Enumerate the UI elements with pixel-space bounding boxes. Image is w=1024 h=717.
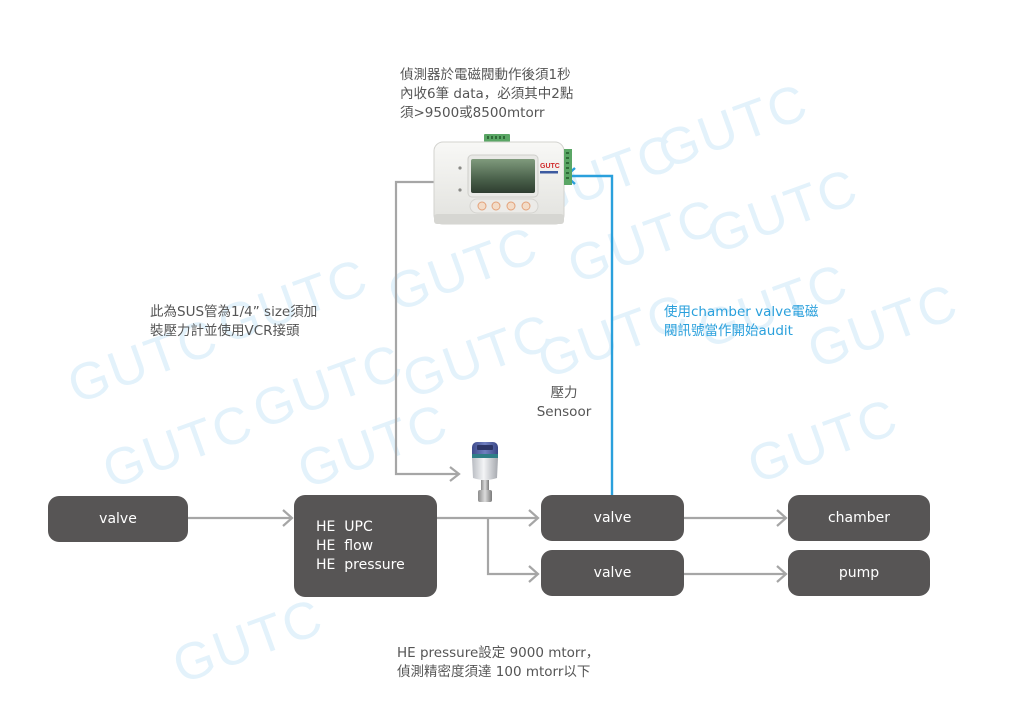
pressure-sensor-icon xyxy=(472,442,498,502)
note-line: 裝壓力計並使用VCR接頭 xyxy=(150,323,300,339)
note-line: HE pressure設定 9000 mtorr， xyxy=(397,645,600,661)
note-pressure-setting: HE pressure設定 9000 mtorr， 偵測精密度須達 100 mt… xyxy=(397,644,599,682)
arrowhead xyxy=(776,509,788,527)
note-line: 壓力 xyxy=(550,385,578,401)
note-line: 內收6筆 data，必須其中2點 xyxy=(400,86,574,102)
node-label: valve xyxy=(99,511,137,527)
note-device-requirement: 偵測器於電磁閥動作後須1秒 內收6筆 data，必須其中2點 須>9500或85… xyxy=(400,66,573,123)
node-label: valve xyxy=(593,565,632,581)
node-label: HE pressure xyxy=(316,556,405,573)
arrowhead xyxy=(282,509,294,527)
note-line: 使用chamber valve電磁 xyxy=(664,304,819,320)
note-trigger-signal: 使用chamber valve電磁 閥訊號當作開始audit xyxy=(664,303,818,341)
connector-device-to-sensor xyxy=(394,180,458,476)
node-label: pump xyxy=(838,565,880,581)
note-line: 偵測精密度須達 100 mtorr以下 xyxy=(397,664,591,680)
device-logo: GUTC xyxy=(540,163,560,170)
node-label: valve xyxy=(593,510,632,526)
signal-valve-to-device xyxy=(566,174,614,496)
note-line: 須>9500或8500mtorr xyxy=(400,105,545,121)
arrowhead xyxy=(449,466,461,482)
note-line: 此為SUS管為1/4” size須加 xyxy=(150,304,318,320)
note-sensor-label: 壓力 Sensoor xyxy=(524,384,604,422)
node-pump[interactable]: pump xyxy=(788,550,930,596)
arrowhead xyxy=(776,565,788,583)
arrowhead xyxy=(528,509,540,527)
node-label: HE flow xyxy=(316,537,374,554)
note-line: 偵測器於電磁閥動作後須1秒 xyxy=(400,67,571,83)
connector-he-to-valve-pump xyxy=(486,518,538,576)
node-label: chamber xyxy=(827,510,891,526)
note-pipe-requirement: 此為SUS管為1/4” size須加 裝壓力計並使用VCR接頭 xyxy=(150,303,317,341)
node-valve-chamber[interactable]: valve xyxy=(541,495,684,541)
node-chamber[interactable]: chamber xyxy=(788,495,930,541)
node-he-controller[interactable]: HE UPC HE flow HE pressure xyxy=(294,495,437,597)
node-valve-inlet[interactable]: valve xyxy=(48,496,188,542)
arrowhead xyxy=(528,565,540,583)
node-valve-pump[interactable]: valve xyxy=(541,550,684,596)
note-line: Sensoor xyxy=(536,404,592,420)
node-label: HE UPC xyxy=(316,518,373,535)
data-logger-device-icon: GUTC xyxy=(433,134,572,225)
note-line: 閥訊號當作開始audit xyxy=(664,323,793,339)
